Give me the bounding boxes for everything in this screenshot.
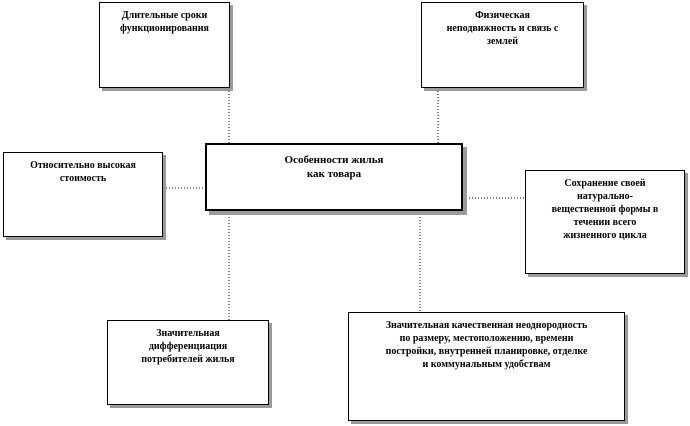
feature-box-long-life: Длительные сроки функционирования [99, 2, 230, 88]
feature-box-consumer-differentiation: Значительная дифференциация потребителей… [107, 320, 269, 405]
feature-box-heterogeneity: Значительная качественная неоднородность… [348, 312, 625, 421]
feature-box-form-preservation: Сохранение своей натурально- вещественно… [525, 170, 685, 274]
center-box-housing-features: Особенности жилья как товара [205, 143, 463, 211]
feature-box-high-cost: Относительно высокая стоимость [3, 152, 163, 237]
feature-box-immobility: Физическая неподвижность и связь с земле… [421, 2, 584, 88]
